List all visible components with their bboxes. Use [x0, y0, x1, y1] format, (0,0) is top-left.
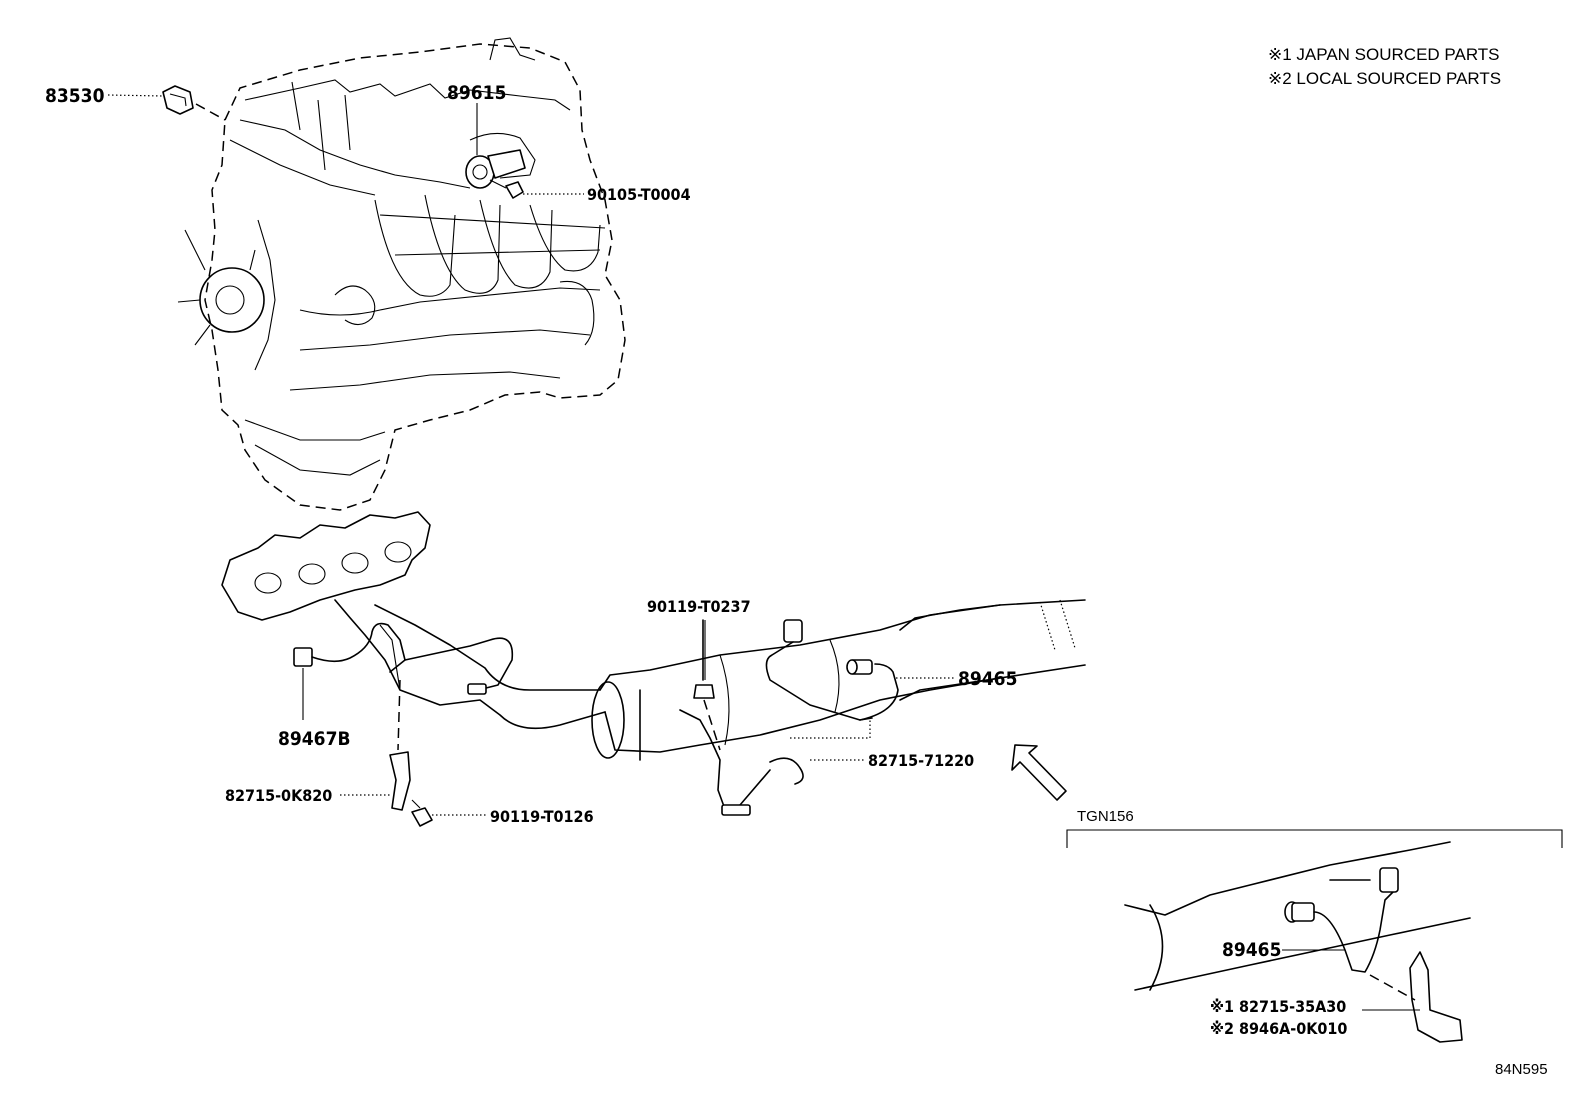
label-inset-option-1[interactable]: ※1 82715-35A30 — [1210, 997, 1346, 1016]
label-89615[interactable]: 89615 — [447, 82, 506, 104]
label-82715-71220[interactable]: 82715-71220 — [868, 751, 974, 770]
oil-pressure-switch-83530 — [162, 85, 226, 121]
engine-block — [177, 37, 626, 511]
inset-title: TGN156 — [1077, 808, 1134, 825]
label-89467B[interactable]: 89467B — [278, 728, 351, 750]
af-sensor-89467B — [293, 622, 514, 695]
bracket-82715-0K820 — [389, 679, 433, 827]
exhaust-manifold — [221, 511, 606, 730]
view-arrow — [1011, 744, 1067, 801]
note-japan: ※1 JAPAN SOURCED PARTS — [1268, 45, 1500, 64]
label-82715-0K820[interactable]: 82715-0K820 — [225, 786, 332, 805]
inset-tgn156 — [1066, 829, 1563, 1043]
label-83530[interactable]: 83530 — [45, 85, 105, 107]
exhaust-pipe — [591, 599, 1086, 761]
label-90105-T0004[interactable]: 90105-T0004 — [587, 185, 691, 204]
label-90119-T0126[interactable]: 90119-T0126 — [490, 807, 594, 826]
label-89465[interactable]: 89465 — [958, 668, 1017, 690]
leader-lines — [107, 94, 1420, 1011]
label-inset-option-2[interactable]: ※2 8946A-0K010 — [1210, 1019, 1347, 1038]
o2-sensor-89465 — [765, 619, 899, 721]
bolt-90119-T0237 — [693, 619, 721, 751]
label-90119-T0237[interactable]: 90119-T0237 — [647, 597, 751, 616]
note-local: ※2 LOCAL SOURCED PARTS — [1268, 69, 1501, 88]
knock-sensor-89615 — [465, 149, 526, 189]
bolt-90105-T0004 — [489, 179, 524, 199]
label-inset-89465[interactable]: 89465 — [1222, 939, 1281, 961]
clamp-82715-71220 — [679, 709, 871, 816]
diagram-id: 84N595 — [1495, 1061, 1548, 1078]
